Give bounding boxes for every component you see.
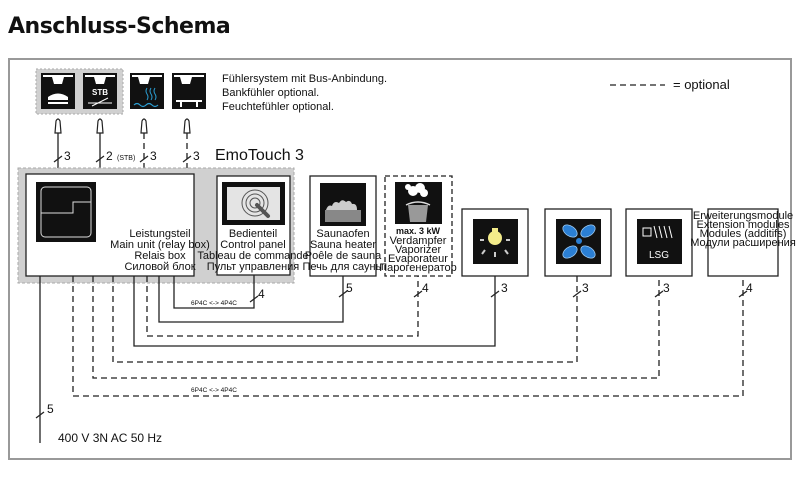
wire-count: 4 (258, 287, 265, 301)
sensor-wire-count: 3 (193, 149, 200, 163)
svg-text:LSG: LSG (649, 250, 669, 261)
device-label: Vaporizer (395, 244, 442, 256)
cable-extension (72, 276, 744, 397)
main-unit-label: Relais box (134, 250, 186, 262)
bench-sensor-icon (172, 73, 206, 109)
wire-count: 4 (746, 281, 753, 295)
wire-count: 5 (47, 402, 54, 416)
main-unit-label: Main unit (relay box) (110, 239, 210, 251)
power-supply-label: 400 V 3N AC 50 Hz (58, 431, 162, 445)
device-label: Evaporateur (388, 253, 448, 265)
sensor-wire-note: (STB) (117, 155, 135, 162)
control-panel-label: Bedienteil (229, 228, 277, 240)
connector-icon (140, 118, 148, 134)
light-bulb-icon (473, 219, 518, 264)
main-unit-label: Силовой блок (124, 261, 195, 273)
control-panel-label: Control panel (220, 239, 285, 251)
control-panel-label: Tableau de commande (197, 250, 308, 262)
device-label: Парогенератор (379, 262, 456, 274)
fan-icon (556, 219, 601, 264)
svg-text:STB: STB (92, 88, 108, 97)
sensor-wire-count: 3 (150, 149, 157, 163)
device-label: Erweiterungsmodule (693, 210, 793, 222)
sensor-wire-count: 3 (64, 149, 71, 163)
device-label: Extension modules (697, 219, 790, 231)
cable-vaporizer (146, 276, 419, 337)
device-label: Sauna heater (310, 239, 376, 251)
wire-count: 3 (663, 281, 670, 295)
cable-fan (112, 276, 578, 363)
cable-control-panel (173, 275, 255, 309)
device-label: Saunaofen (316, 228, 369, 240)
control-panel-label: Пульт управления (207, 261, 300, 273)
extension-box (707, 208, 779, 277)
sauna-heater-icon (320, 183, 366, 226)
wire-count: 3 (501, 281, 508, 295)
sensor-wire-count: 2 (106, 149, 113, 163)
connector-icon (96, 118, 104, 134)
wire-count: 5 (346, 281, 353, 295)
cable-light (133, 276, 496, 347)
cable-type-label: 6P4C <-> 4P4C (191, 387, 237, 394)
sensor-note-line: Bankfühler optional. (222, 87, 319, 99)
device-label: Poêle de sauna (305, 250, 382, 262)
lsg-icon: LSG (637, 219, 682, 264)
device-label: Модули расширения (690, 237, 796, 249)
temperature-sensor-icon (41, 73, 75, 109)
humidity-sensor-icon (130, 73, 164, 109)
cable-type-label: 6P4C <-> 4P4C (191, 300, 237, 307)
vaporizer-power: max. 3 kW (396, 226, 441, 236)
page-title: Anschluss-Schema (8, 14, 231, 39)
connector-icon (54, 118, 62, 134)
vaporizer-icon (395, 182, 442, 224)
main-unit-icon (36, 182, 96, 242)
stb-sensor-icon: STB (83, 73, 117, 109)
wire-count: 4 (422, 281, 429, 295)
wire-count: 3 (582, 281, 589, 295)
device-label: Modules (additifs) (700, 228, 787, 240)
product-name: EmoTouch 3 (215, 147, 304, 164)
cable-lsg (92, 276, 660, 379)
sensor-note-line: Fühlersystem mit Bus-Anbindung. (222, 73, 387, 85)
device-label: Печь для сауны (302, 261, 383, 273)
sensor-note-line: Feuchtefühler optional. (222, 101, 334, 113)
legend-label: = optional (673, 77, 730, 92)
cable-sauna-heater (158, 276, 344, 323)
main-unit-label: Leistungsteil (129, 228, 190, 240)
control-panel-icon (222, 182, 285, 225)
connector-icon (183, 118, 191, 134)
device-label: Verdampfer (390, 235, 447, 247)
